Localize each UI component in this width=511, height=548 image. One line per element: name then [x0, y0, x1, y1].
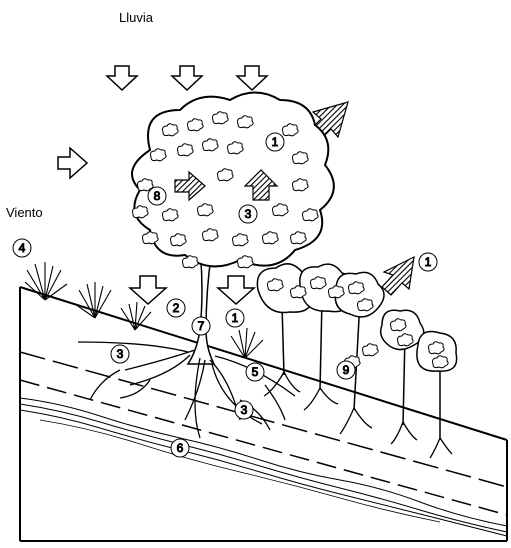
wind-label: Viento [6, 205, 43, 220]
rain-arrow-icon [237, 66, 267, 90]
marker-label: 3 [241, 403, 248, 417]
marker-label: 3 [245, 207, 252, 221]
marker-2: 2 [167, 299, 185, 317]
ground-block [20, 287, 507, 541]
evaporation-arrow-icon [382, 257, 414, 295]
marker-3-left-soil: 3 [111, 345, 129, 363]
rain-impact-arrow-icon [218, 276, 254, 304]
grass-tuft [25, 262, 67, 300]
marker-label: 9 [343, 363, 350, 377]
marker-label: 3 [117, 347, 124, 361]
root-system [78, 342, 452, 458]
bedrock-line [20, 404, 507, 532]
marker-label: 1 [232, 311, 239, 325]
bedrock-line [20, 410, 507, 536]
marker-label: 5 [252, 365, 259, 379]
marker-8: 8 [148, 187, 166, 205]
marker-9: 9 [337, 361, 355, 379]
marker-3-canopy: 3 [239, 205, 257, 223]
grass-tuft [231, 328, 263, 358]
marker-4: 4 [13, 239, 31, 257]
grass-tuft [75, 282, 111, 318]
small-tree-trunk [282, 305, 284, 375]
rain-impact-arrow-icon [130, 276, 166, 304]
marker-1-ground: 1 [226, 309, 244, 327]
marker-7: 7 [192, 317, 210, 335]
marker-5: 5 [246, 363, 264, 381]
marker-label: 2 [173, 301, 180, 315]
marker-label: 1 [425, 255, 432, 269]
marker-1-right: 1 [419, 253, 437, 271]
wind-arrow-icon [58, 148, 87, 178]
soil-horizon-dashed-line [20, 380, 507, 515]
rain-label: Lluvia [119, 10, 154, 25]
marker-1-canopy: 1 [266, 133, 284, 151]
marker-label: 7 [198, 319, 205, 333]
marker-3-right-soil: 3 [235, 401, 253, 419]
rain-arrow-icon [172, 66, 202, 90]
marker-label: 4 [19, 241, 26, 255]
root-line [78, 342, 295, 438]
rain-arrow-icon [107, 66, 137, 90]
bedrock-line [40, 420, 440, 522]
rain-arrows [107, 66, 267, 90]
marker-label: 8 [154, 189, 161, 203]
marker-6: 6 [171, 439, 189, 457]
marker-label: 6 [177, 441, 184, 455]
small-tree-trunk [320, 300, 322, 390]
marker-label: 1 [272, 135, 279, 149]
rain-impact-arrows [130, 276, 254, 304]
